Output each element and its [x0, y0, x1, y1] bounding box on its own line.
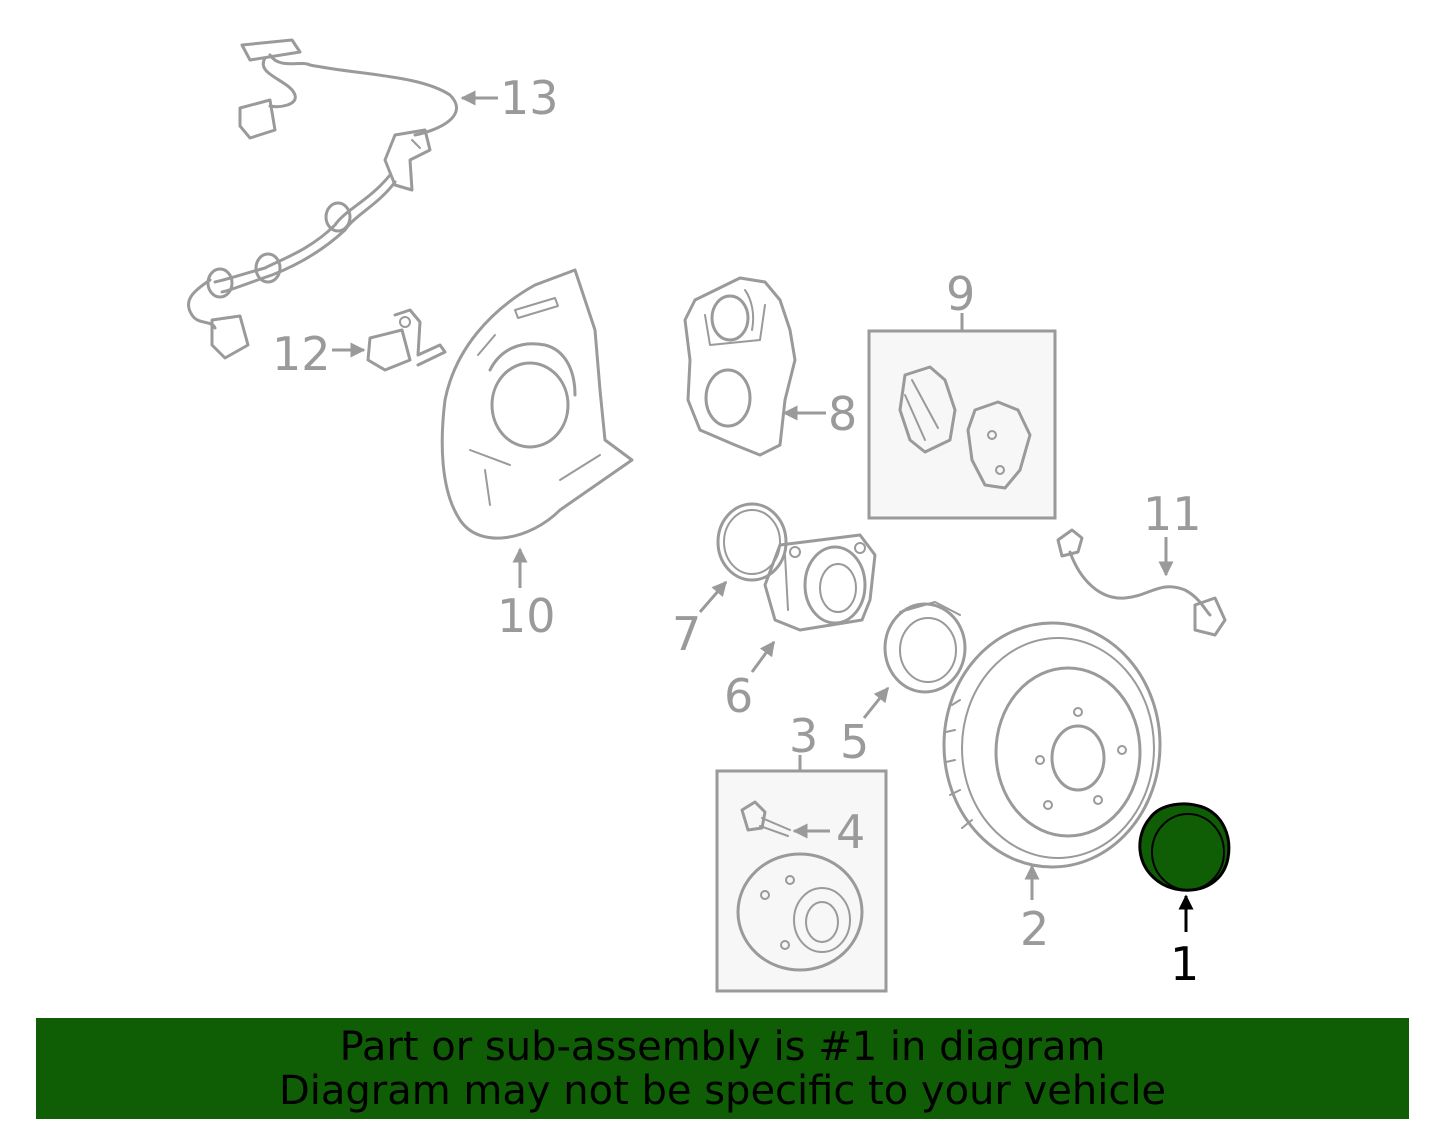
leader-5 — [862, 686, 890, 719]
brake-rotor-part-2[interactable] — [942, 621, 1162, 869]
caliper-part-8[interactable] — [683, 276, 797, 457]
callout-13: 13 — [500, 71, 559, 125]
speed-sensor-part-12[interactable] — [366, 308, 447, 372]
hub-cap-part-1[interactable] — [1138, 802, 1231, 892]
banner-line-disclaimer: Diagram may not be specific to your vehi… — [278, 1067, 1167, 1114]
wheel-bolt-part-4[interactable] — [740, 800, 791, 837]
callout-12: 12 — [272, 327, 331, 381]
callout-10: 10 — [497, 589, 556, 643]
callout-9: 9 — [946, 267, 975, 321]
callout-3: 3 — [789, 709, 818, 763]
callout-5: 5 — [840, 715, 869, 769]
hub-assembly-box-3 — [715, 769, 888, 993]
info-banner: Part or sub-assembly is #1 in diagram Di… — [36, 1018, 1409, 1119]
abs-wire-harness-part-13[interactable] — [187, 38, 458, 360]
callout-4: 4 — [836, 805, 865, 859]
callout-7: 7 — [672, 607, 701, 661]
knuckle-part-6[interactable] — [763, 533, 877, 632]
callout-1: 1 — [1170, 937, 1199, 991]
brake-pads-part-9[interactable] — [898, 365, 1032, 490]
callout-11: 11 — [1143, 487, 1202, 541]
pad-kit-box-9 — [867, 329, 1057, 520]
callout-2: 2 — [1020, 902, 1049, 956]
hub-part-3[interactable] — [736, 852, 864, 972]
brake-hose-part-11[interactable] — [1056, 528, 1227, 637]
banner-line-part-number: Part or sub-assembly is #1 in diagram — [339, 1023, 1106, 1070]
dust-shield-part-10[interactable] — [440, 268, 634, 540]
seal-part-5[interactable] — [883, 601, 967, 694]
leader-7 — [698, 580, 728, 613]
leader-6 — [750, 640, 776, 673]
callout-6: 6 — [724, 669, 753, 723]
o-ring-part-7[interactable] — [716, 502, 788, 582]
callout-8: 8 — [828, 387, 857, 441]
